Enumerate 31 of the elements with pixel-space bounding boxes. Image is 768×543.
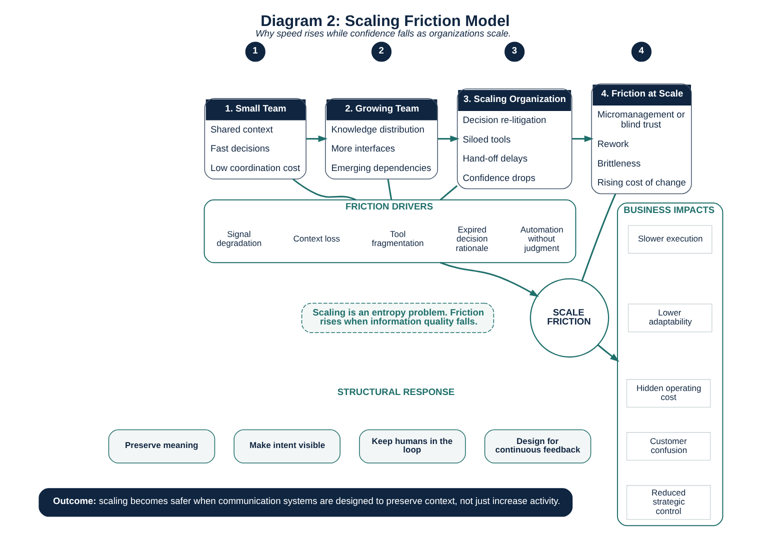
node-circle: 1 bbox=[245, 42, 266, 62]
connector bbox=[440, 185, 458, 201]
node-box: Slower execution bbox=[628, 225, 712, 254]
node-box: Lower adaptability bbox=[628, 304, 712, 332]
connector bbox=[292, 178, 356, 201]
node-circle: 4 bbox=[631, 42, 652, 62]
diagram-title: Diagram 2: Scaling Friction Model bbox=[260, 12, 510, 30]
arrow bbox=[597, 344, 620, 362]
arrow bbox=[440, 262, 539, 297]
node-box: Make intent visible bbox=[234, 429, 340, 464]
node-box: Keep humans in the loop bbox=[359, 429, 466, 464]
label: STRUCTURAL RESPONSE bbox=[337, 386, 455, 397]
node-text: Tool fragmentation bbox=[372, 228, 424, 248]
connector bbox=[387, 179, 392, 200]
node-text: Expired decision rationale bbox=[456, 224, 488, 253]
node-text: Context loss bbox=[293, 234, 340, 244]
node-circle: 3 bbox=[504, 42, 525, 62]
node-box: Scaling is an entropy problem. Friction rises when information quality falls. bbox=[301, 302, 494, 334]
arrow bbox=[572, 136, 594, 142]
node-box: Reduced strategic control bbox=[626, 485, 711, 520]
node-text: Automation without judgment bbox=[520, 224, 564, 253]
arrow bbox=[306, 136, 328, 142]
node-circle: 2 bbox=[371, 42, 392, 62]
node-box: Preserve meaning bbox=[108, 429, 216, 464]
node-box: Hidden operating cost bbox=[626, 379, 711, 408]
node-box: Outcome: scaling becomes safer when communication systems are designed to preserve context, not just increase activity. bbox=[38, 488, 573, 517]
node-box: Customer confusion bbox=[626, 432, 711, 461]
node-box: Design for continuous feedback bbox=[484, 429, 592, 464]
node-text: Signal degradation bbox=[216, 228, 262, 248]
caption: Why speed rises while confidence falls as organizations scale. bbox=[256, 28, 512, 38]
arrow bbox=[438, 136, 460, 142]
